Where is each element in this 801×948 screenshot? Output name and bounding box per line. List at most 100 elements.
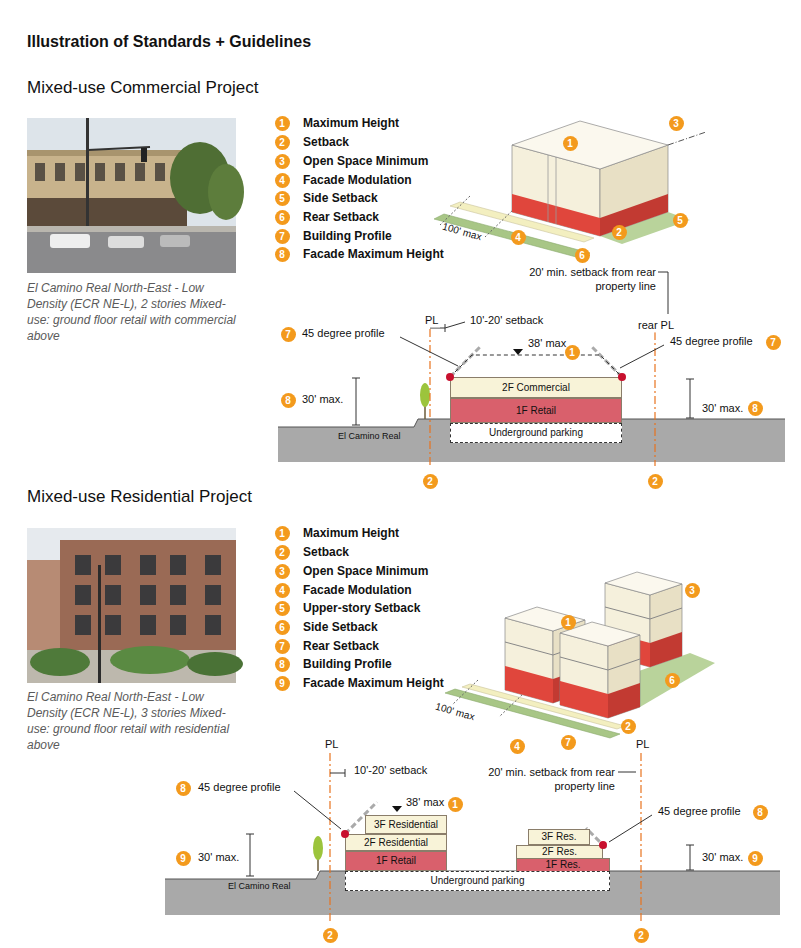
floor-block: 3F Residential (365, 815, 447, 834)
callout-number: 3 (685, 583, 700, 598)
callout-number: 5 (275, 191, 290, 206)
callout-number: 9 (176, 851, 191, 866)
callout-number: 8 (176, 781, 191, 796)
legend-item: Facade Maximum Height (303, 676, 444, 690)
annotation: rear PL (636, 319, 676, 332)
callout-number: 1 (565, 345, 580, 360)
callout-number: 7 (275, 229, 290, 244)
section-drawing (278, 272, 785, 466)
legend-item: Facade Maximum Height (303, 247, 444, 261)
legend-item: Facade Modulation (303, 173, 412, 187)
legend-item: Side Setback (303, 620, 378, 634)
legend-item: Open Space Minimum (303, 154, 428, 168)
callout-number: 2 (423, 474, 438, 489)
iso-building (445, 572, 715, 738)
floor-label: Underground parking (431, 875, 525, 887)
floor-block: 1F Retail (345, 851, 447, 871)
setback-note: 20' min. setback from rear property line (516, 265, 656, 293)
callout-number: 8 (753, 805, 768, 820)
floor-label: 2F Commercial (502, 382, 570, 394)
callout-number: 3 (669, 116, 684, 131)
legend-item: Maximum Height (303, 116, 399, 130)
callout-number: 2 (648, 474, 663, 489)
callout-number: 3 (275, 564, 290, 579)
callout-number: 1 (563, 136, 578, 151)
annotation: 45 degree profile (300, 327, 387, 340)
callout-number: 2 (634, 928, 649, 943)
annotation: 10'-20' setback (352, 764, 429, 777)
callout-number: 2 (621, 719, 636, 734)
annotation: 38' max (404, 796, 446, 809)
callout-number: 6 (665, 673, 680, 688)
callout-number: 5 (673, 213, 688, 228)
annotation: PL (423, 314, 440, 327)
callout-number: 1 (275, 116, 290, 131)
legend-item: Open Space Minimum (303, 564, 428, 578)
photo-caption: El Camino Real North-East - Low Density … (27, 689, 239, 753)
callout-number: 1 (275, 526, 290, 541)
callout-number: 8 (275, 657, 290, 672)
callout-number: 6 (275, 210, 290, 225)
callout-number: 2 (275, 545, 290, 560)
legend-item: Rear Setback (303, 210, 379, 224)
callout-number: 4 (275, 173, 290, 188)
annotation: 30' max. (300, 393, 345, 406)
annotation: 30' max. (196, 851, 241, 864)
floor-label: Underground parking (489, 427, 583, 439)
photo (27, 118, 244, 273)
callout-number: 4 (510, 739, 525, 754)
legend-item: Upper-story Setback (303, 601, 420, 615)
floor-label: 3F Res. (541, 831, 576, 843)
floor-label: 3F Residential (374, 819, 438, 831)
legend-item: Maximum Height (303, 526, 399, 540)
floor-block: 2F Residential (345, 834, 447, 851)
floor-block: 1F Retail (450, 398, 622, 423)
callout-number: 7 (561, 735, 576, 750)
floor-label: 2F Residential (364, 837, 428, 849)
legend-item: Rear Setback (303, 639, 379, 653)
callout-number: 3 (275, 154, 290, 169)
floor-label: 1F Retail (516, 405, 556, 417)
street-label: El Camino Real (228, 881, 291, 892)
section-heading: Mixed-use Commercial Project (27, 78, 258, 98)
floor-block: Underground parking (450, 423, 622, 443)
callout-number: 9 (275, 676, 290, 691)
floor-label: 2F Res. (542, 846, 577, 858)
dimension-label: 100' max (434, 701, 476, 724)
legend-item: Facade Modulation (303, 583, 412, 597)
callout-number: 8 (275, 247, 290, 262)
floor-block: 2F Commercial (450, 377, 622, 398)
street-label: El Camino Real (338, 431, 401, 442)
floor-block: 3F Res. (528, 829, 590, 845)
callout-number: 8 (748, 401, 763, 416)
page-title: Illustration of Standards + Guidelines (27, 32, 311, 51)
annotation: 45 degree profile (668, 335, 755, 348)
setback-note: 20' min. setback from rear property line (475, 765, 615, 793)
floor-label: 1F Res. (545, 859, 580, 871)
callout-number: 2 (275, 135, 290, 150)
photo-caption: El Camino Real North-East - Low Density … (27, 280, 239, 344)
callout-number: 2 (612, 225, 627, 240)
photo (27, 528, 243, 683)
floor-block: Underground parking (345, 871, 610, 891)
annotation: 10'-20' setback (468, 314, 545, 327)
legend-item: Building Profile (303, 657, 392, 671)
annotation: 38' max (526, 337, 568, 350)
iso-building (434, 121, 706, 258)
floor-block: 2F Res. (516, 845, 603, 859)
callout-number: 1 (561, 615, 576, 630)
callout-number: 8 (281, 393, 296, 408)
callout-number: 2 (323, 928, 338, 943)
section-heading: Mixed-use Residential Project (27, 487, 252, 507)
callout-number: 4 (275, 583, 290, 598)
legend-item: Side Setback (303, 191, 378, 205)
annotation: 30' max. (700, 402, 745, 415)
callout-number: 7 (281, 327, 296, 342)
legend-item: Setback (303, 135, 349, 149)
callout-number: 5 (275, 601, 290, 616)
annotation: PL (323, 738, 340, 751)
callout-number: 4 (511, 230, 526, 245)
legend-item: Building Profile (303, 229, 392, 243)
annotation: PL (634, 738, 651, 751)
annotation: 45 degree profile (196, 781, 283, 794)
